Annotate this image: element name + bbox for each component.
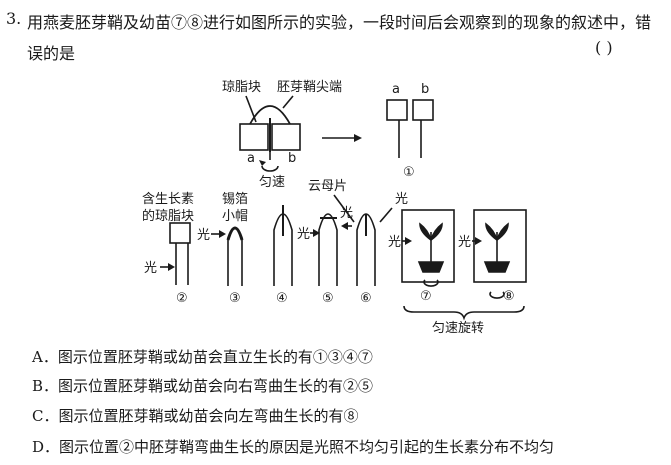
agar-block-a-on-stem [386, 99, 408, 121]
label-n2: ② [176, 291, 188, 306]
option-c: C．图示位置胚芽鞘或幼苗会向左弯曲生长的有⑧ [32, 407, 359, 425]
label-n8: ⑧ [503, 289, 515, 304]
label-light-6: 光 [395, 192, 408, 207]
setup-2: 含生长素 的琼脂块 光 ② [142, 191, 194, 306]
setup-7: 光 ⑦ [388, 209, 455, 304]
seedling-8-leaf-left [485, 222, 498, 241]
foil-cap [226, 226, 244, 241]
agar-block-a [239, 123, 269, 151]
label-mica: 云母片 [308, 179, 347, 194]
setup-3: 锡箔 小帽 光 ③ [197, 191, 248, 306]
label-a: a [247, 151, 255, 166]
label-b2: b [421, 82, 429, 97]
label-a2: a [392, 82, 400, 97]
answer-blank: ( ) [595, 38, 613, 57]
option-a: A．图示位置胚芽鞘或幼苗会直立生长的有①③④⑦ [32, 348, 373, 366]
light-arrow-8-head [475, 237, 482, 245]
transfer-arrow-head [354, 134, 362, 142]
seedling-7-leaf-left [419, 222, 432, 241]
label-auxin-agar-1: 含生长素 [142, 191, 194, 207]
label-n1: ① [403, 165, 415, 180]
question-text-line1: 用燕麦胚芽鞘及幼苗⑦⑧进行如图所示的实验，一段时间后会观察到的现象的叙述中，错 [27, 13, 652, 32]
light-arrow-6-head [341, 222, 348, 230]
label-n3: ③ [229, 291, 241, 306]
question-text-line2: 误的是 [27, 44, 76, 63]
agar-block-b-on-stem [412, 99, 434, 121]
coleoptile-tip-dome [249, 105, 291, 125]
setup-1: a b ① [386, 82, 434, 180]
label-n7: ⑦ [420, 289, 432, 304]
rotation-8 [489, 291, 505, 299]
option-d: D．图示位置②中胚芽鞘弯曲生长的原因是光照不均匀引起的生长素分布不均匀 [32, 438, 555, 456]
label-light-5: 光 [297, 227, 310, 242]
light-arrow-7-head [405, 237, 412, 245]
light-arrow-6b [379, 207, 393, 223]
label-light-7: 光 [388, 235, 401, 250]
label-foil-2: 小帽 [222, 208, 248, 224]
label-auxin-agar-2: 的琼脂块 [142, 208, 194, 224]
label-light-2b: 光 [197, 228, 210, 243]
label-n4: ④ [276, 291, 288, 306]
label-rotate: 匀速旋转 [432, 321, 484, 336]
pointer-mica [333, 194, 355, 223]
label-foil-1: 锡箔 [222, 191, 248, 207]
rotation-arrow [261, 165, 279, 172]
label-n6: ⑥ [360, 291, 372, 306]
coleoptile-5 [318, 213, 338, 286]
rotation-7 [423, 279, 439, 287]
label-agar-block: 琼脂块 [222, 80, 261, 95]
box-7 [401, 209, 455, 283]
light-arrow-3-head [219, 230, 226, 238]
label-light-2a: 光 [144, 261, 157, 276]
rotation-arrow-head [259, 160, 266, 166]
pointer-tip [282, 95, 294, 109]
light-arrow-5-head [313, 229, 320, 237]
label-light-6b: 光 [340, 206, 353, 221]
seedling-8-leaf-right [496, 222, 509, 241]
auxin-agar-block [169, 222, 191, 244]
agar-block-b [271, 123, 301, 151]
setup-top-left: 琼脂块 胚芽鞘尖端 a b 匀速 [222, 80, 342, 190]
setup-8: 光 ⑧ [458, 209, 527, 304]
brace [403, 305, 525, 321]
seedling-7-leaf-right [430, 222, 443, 241]
box-8 [473, 209, 527, 283]
light-arrow-2a-head [168, 263, 175, 271]
pot-8 [483, 261, 511, 273]
label-light-8: 光 [458, 235, 471, 250]
option-b: B．图示位置胚芽鞘或幼苗会向右弯曲生长的有②⑤ [32, 377, 374, 395]
label-uniform-speed: 匀速 [259, 175, 285, 190]
question-number: 3. [6, 9, 22, 28]
setup-4-5-6: 云母片 光 ④ 光 ⑤ 光 ⑥ [273, 179, 408, 306]
pot-7 [417, 261, 445, 273]
label-coleoptile-tip: 胚芽鞘尖端 [277, 80, 342, 95]
label-n5: ⑤ [322, 291, 334, 306]
label-b: b [288, 151, 296, 166]
